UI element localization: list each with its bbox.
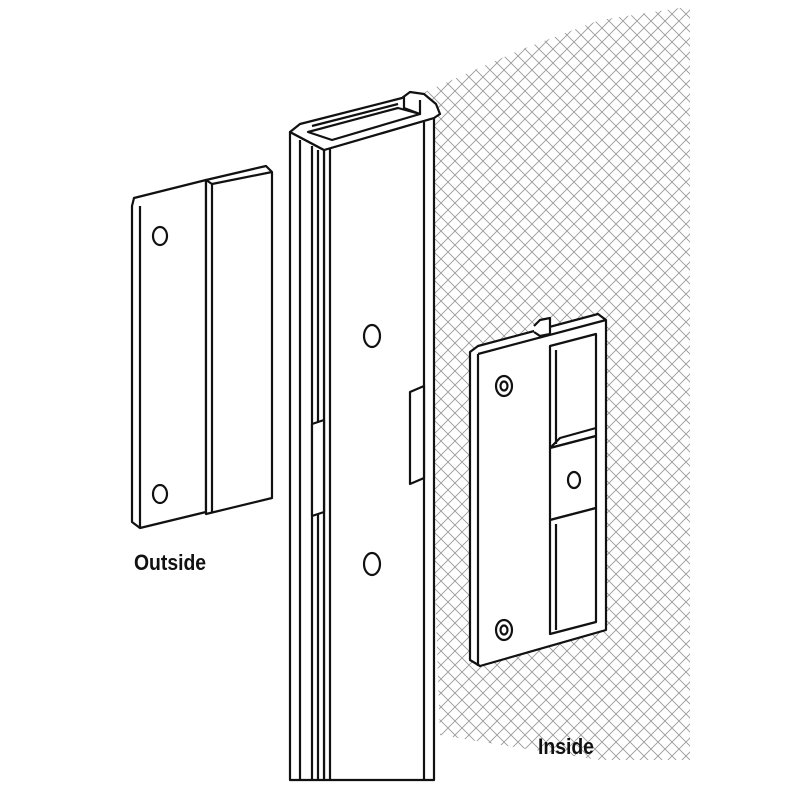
door-frame-extrusion [288, 90, 442, 782]
outside-handle [130, 164, 274, 530]
inside-center-hole [566, 470, 582, 490]
inside-hole-top [494, 374, 514, 398]
frame-hole-lower [362, 551, 382, 577]
outside-hole-top [151, 225, 169, 247]
outside-label: Outside [134, 550, 207, 575]
inside-label: Inside [538, 734, 594, 759]
frame-hole-upper [362, 323, 382, 349]
inside-hole-bottom [494, 618, 514, 642]
inside-handle [468, 312, 608, 668]
frame-screw-holes [362, 323, 382, 577]
outside-hole-bottom [151, 483, 169, 505]
